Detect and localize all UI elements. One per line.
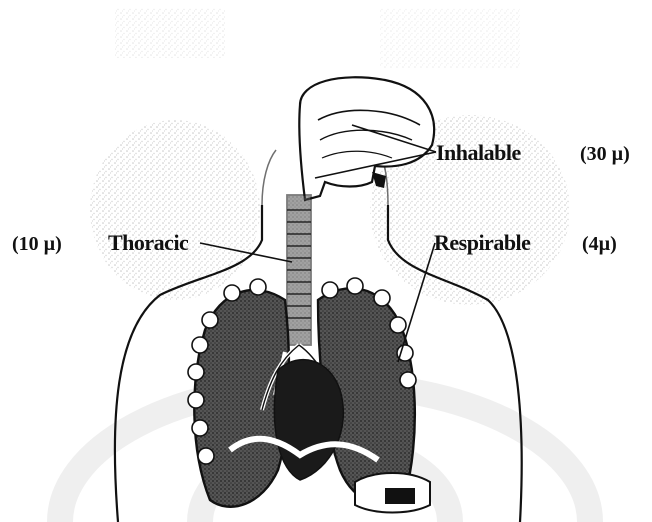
size-thoracic: (10 µ) bbox=[12, 233, 62, 255]
label-inhalable: Inhalable bbox=[436, 140, 521, 165]
trachea bbox=[287, 195, 311, 345]
size-inhalable: (30 µ) bbox=[580, 143, 630, 165]
label-respirable: Respirable bbox=[434, 230, 531, 255]
heart bbox=[274, 360, 343, 480]
size-respirable: (4µ) bbox=[582, 233, 617, 255]
stomach bbox=[355, 473, 430, 513]
label-thoracic: Thoracic bbox=[108, 230, 189, 255]
